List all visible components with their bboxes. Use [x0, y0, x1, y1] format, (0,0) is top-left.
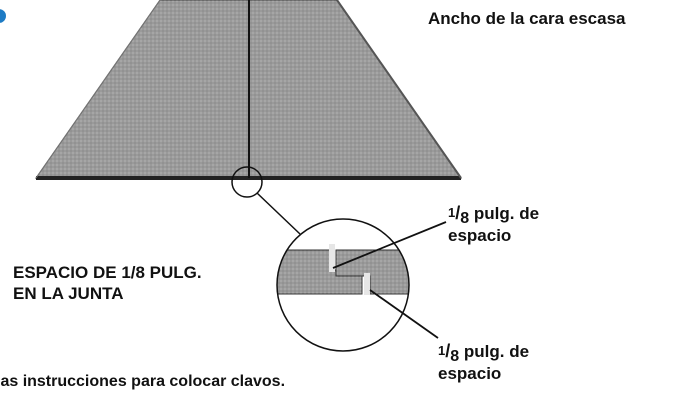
panel-left-edge [35, 0, 161, 179]
upper-gap-label: 1/8 pulg. de espacio [448, 203, 540, 245]
upper-gap-callout [332, 221, 447, 269]
panel-right-edge [336, 0, 462, 179]
magnified-circle-outline [276, 218, 410, 352]
joint-gap-label-line2: EN LA JUNTA [13, 284, 124, 304]
lower-gap-callout [369, 289, 439, 339]
magnified-joint-view [277, 219, 409, 351]
detail-leader-line [256, 192, 301, 235]
joint-gap-label: ESPACIO DE 1/8 PULG. EN LA JUNTA [13, 262, 202, 305]
blue-corner-marker [0, 9, 6, 23]
lower-gap [364, 273, 370, 295]
face-width-label: Ancho de la cara escasa [428, 9, 626, 28]
upper-gap [329, 244, 335, 272]
joint-gap-label-line1: ESPACIO DE 1/8 PULG. [13, 263, 202, 282]
lower-gap-label: 1/8 pulg. de espacio [438, 341, 530, 383]
nailing-instructions-text: las instrucciones para colocar clavos. [0, 373, 286, 390]
joint-detail-circle [231, 166, 263, 198]
